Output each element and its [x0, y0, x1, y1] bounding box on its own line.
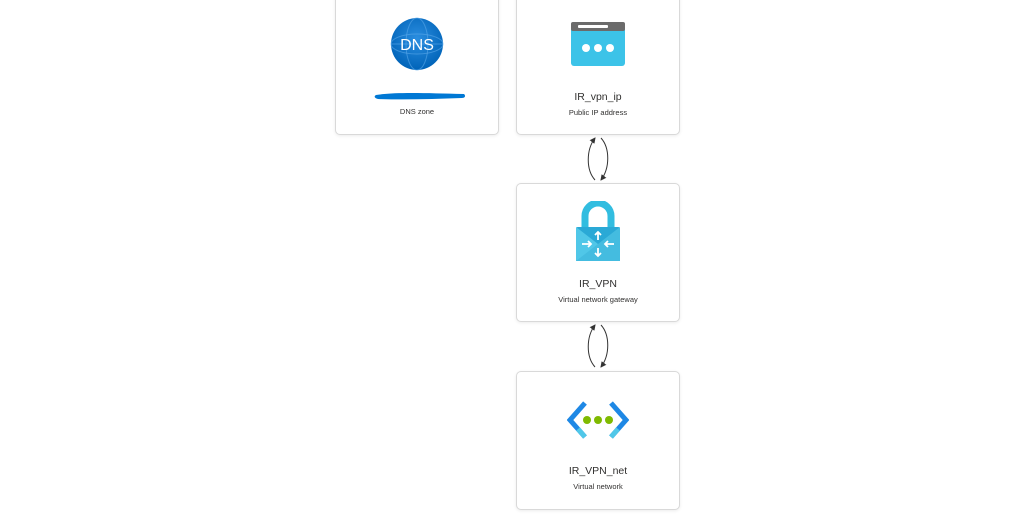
node-dns-zone[interactable]: DNS DNS zone [335, 0, 499, 135]
node-virtual-network[interactable]: IR_VPN_net Virtual network [516, 371, 680, 510]
connector-arrow-down [600, 324, 609, 368]
redacted-title [374, 93, 466, 100]
connector-vpn-vnet [587, 324, 609, 368]
node-subtitle: Virtual network [573, 482, 623, 491]
node-subtitle: Public IP address [568, 108, 628, 117]
connector-pip-vpn [587, 137, 609, 181]
node-title: IR_VPN_net [568, 465, 628, 477]
connector-arrow-down [600, 137, 609, 181]
node-vpn-gateway[interactable]: IR_VPN Virtual network gateway [516, 183, 680, 322]
public-ip-icon [571, 22, 625, 66]
dns-zone-icon: DNS [390, 17, 444, 71]
dns-icon-text: DNS [400, 37, 434, 54]
connector-arrow-up [587, 324, 596, 368]
virtual-network-icon [567, 401, 629, 439]
connector-arrow-up [587, 137, 596, 181]
node-subtitle: Virtual network gateway [558, 295, 638, 304]
node-title: IR_VPN [579, 278, 617, 290]
vpn-gateway-icon [576, 201, 620, 261]
node-subtitle: DNS zone [399, 107, 435, 116]
node-title: IR_vpn_ip [574, 91, 622, 103]
node-public-ip[interactable]: IR_vpn_ip Public IP address [516, 0, 680, 135]
